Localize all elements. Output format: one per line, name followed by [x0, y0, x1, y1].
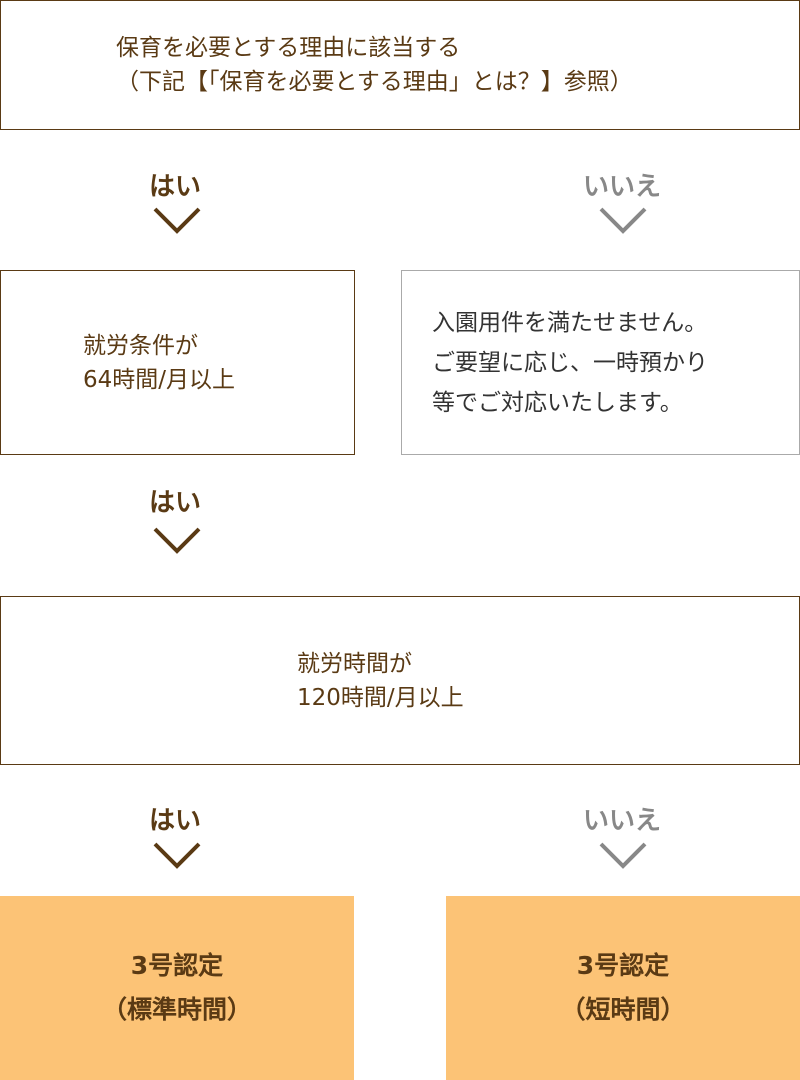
- result-title: 3号認定: [576, 951, 670, 980]
- no-label: いいえ: [582, 806, 661, 836]
- question-text: 120時間/月以上: [297, 684, 464, 711]
- chevron-down-icon: [153, 842, 201, 869]
- chevron-down-icon: [599, 207, 647, 234]
- yes-label: はい: [148, 806, 201, 836]
- not-eligible-message: 入園用件を満たせません。ご要望に応じ、一時預かり等でご対応いたします。: [401, 270, 800, 455]
- question-text: 就労条件が: [83, 332, 198, 359]
- message-text: ご要望に応じ、一時預かり: [432, 349, 708, 376]
- chevron-down-icon: [153, 527, 201, 554]
- result-subtitle: （短時間）: [560, 995, 686, 1024]
- result-title: 3号認定: [130, 951, 224, 980]
- question-text: 保育を必要とする理由に該当する: [116, 35, 461, 61]
- result-short-time: 3号認定 （短時間）: [446, 896, 800, 1080]
- result-subtitle: （標準時間）: [101, 995, 252, 1024]
- message-text: 等でご対応いたします。: [432, 389, 683, 416]
- result-standard-time: 3号認定 （標準時間）: [0, 896, 354, 1080]
- question-work-64h: 就労条件が 64時間/月以上: [0, 270, 355, 455]
- question-work-120h: 就労時間が 120時間/月以上: [0, 596, 800, 765]
- question-note: （下記【「保育を必要とする理由」とは？】参照）: [116, 69, 633, 95]
- yes-label: はい: [148, 172, 201, 202]
- yes-label: はい: [148, 488, 201, 518]
- chevron-down-icon: [599, 842, 647, 869]
- question-text: 就労時間が: [297, 650, 412, 677]
- chevron-down-icon: [153, 207, 201, 234]
- question-need-childcare: 保育を必要とする理由に該当する （下記【「保育を必要とする理由」とは？】参照）: [0, 0, 800, 130]
- message-text: 入園用件を満たせません。: [432, 309, 708, 336]
- no-label: いいえ: [582, 172, 661, 202]
- question-text: 64時間/月以上: [83, 366, 236, 393]
